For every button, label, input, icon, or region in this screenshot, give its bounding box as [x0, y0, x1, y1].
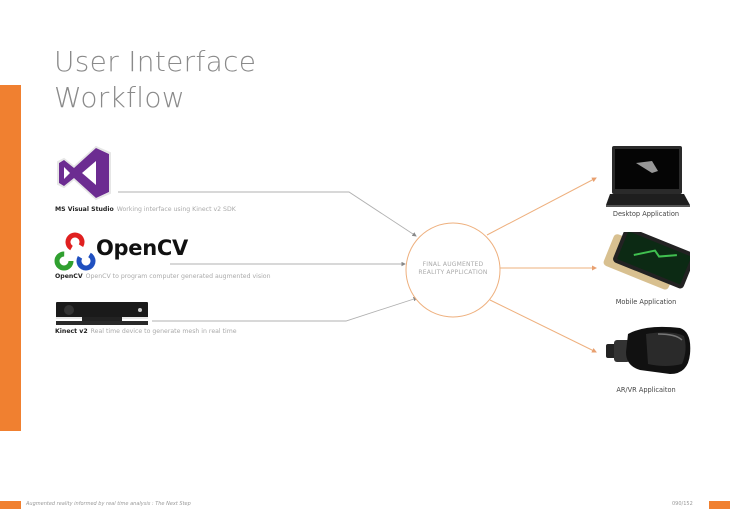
kinect-sensor-icon: [56, 302, 148, 325]
final-app-circle: [405, 222, 501, 318]
laptop-icon: [606, 146, 690, 207]
visual-studio-logo-icon: [57, 145, 111, 201]
center-line-1: FINAL AUGMENTED: [422, 261, 484, 268]
page-number: 090/152: [672, 501, 693, 507]
arrow-to-vr: [489, 299, 597, 353]
title-line-1: User Interface: [54, 45, 257, 78]
opencv-wordmark: OpenCV: [96, 236, 188, 260]
output-desktop: Desktop Application: [612, 210, 680, 218]
input-description: OpenCV to program computer generated aug…: [85, 273, 271, 280]
footer-accent-left: [0, 501, 21, 509]
connector-kinect: [152, 296, 418, 322]
footer-accent-right: [709, 501, 730, 509]
output-vr: AR/VR Applicaiton: [616, 386, 676, 394]
input-description: Real time device to generate mesh in rea…: [90, 328, 237, 335]
output-mobile: Mobile Application: [615, 298, 677, 306]
input-name: Kinect v2: [55, 328, 88, 335]
center-line-2: REALITY APPLICATION: [418, 269, 488, 276]
footer-text: Augmented reality informed by real time …: [26, 501, 191, 507]
input-name: OpenCV: [55, 273, 83, 280]
connector-visual-studio: [118, 191, 417, 237]
opencv-logo-icon: [54, 232, 96, 271]
page-title: User Interface Workflow: [54, 44, 256, 116]
vr-headset-icon: [606, 326, 691, 374]
smartphone-icon: [603, 232, 690, 290]
input-name: MS Visual Studio: [55, 206, 114, 213]
final-app-label: FINAL AUGMENTED REALITY APPLICATION: [406, 261, 500, 277]
arrow-to-desktop: [486, 177, 597, 236]
accent-side-bar: [0, 85, 21, 431]
title-line-2: Workflow: [54, 81, 185, 114]
input-description: Working interface using Kinect v2 SDK: [116, 206, 236, 213]
